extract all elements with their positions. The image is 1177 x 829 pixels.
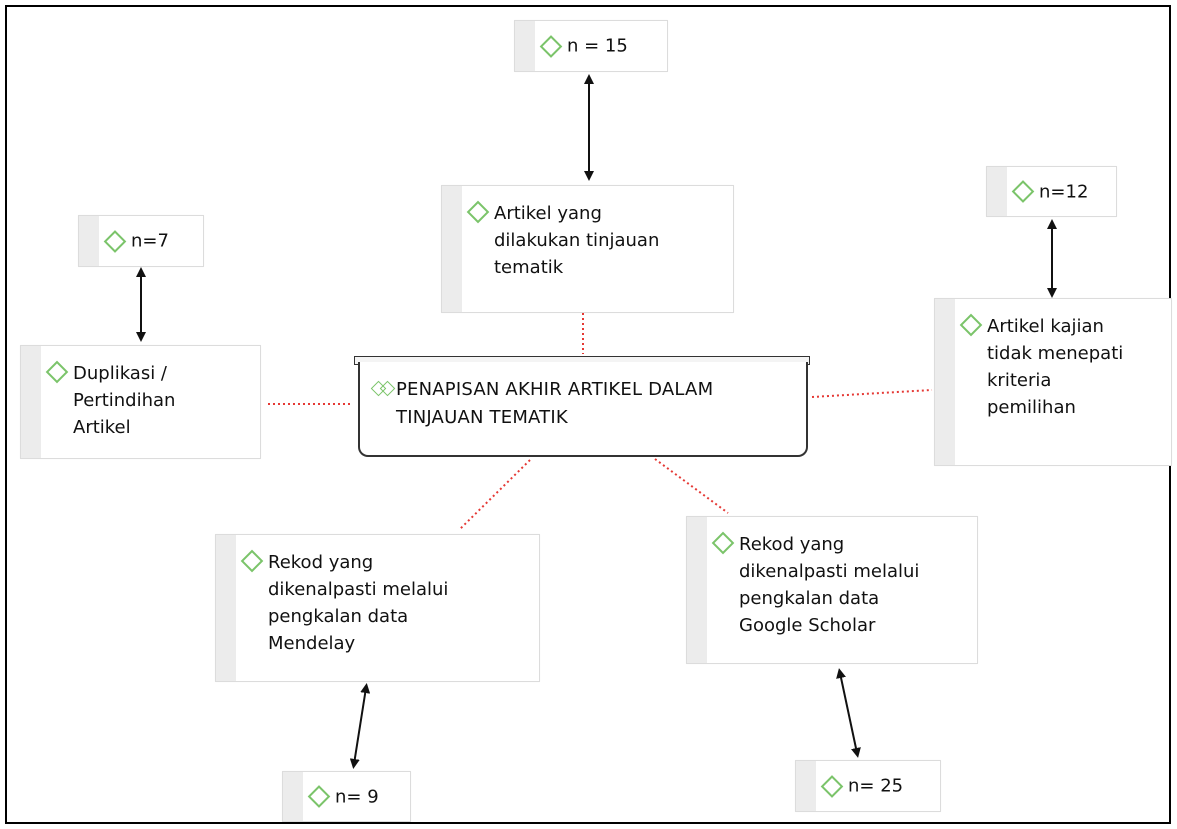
node-left[interactable]: Duplikasi / Pertindihan Artikel	[20, 345, 261, 459]
diamond-icon	[240, 549, 264, 573]
diamond-icon	[103, 229, 127, 253]
link-bottom-right	[654, 458, 729, 514]
count-label: n= 25	[848, 775, 904, 797]
node-label: Rekod yang dikenalpasti melalui pengkala…	[739, 534, 920, 636]
count-label: n=7	[131, 230, 169, 252]
node-top[interactable]: Artikel yang dilakukan tinjauan tematik	[441, 185, 734, 313]
diamond-icon	[959, 313, 983, 337]
node-bottom-left[interactable]: Rekod yang dikenalpasti melalui pengkala…	[215, 534, 540, 682]
count-bottom-left[interactable]: n= 9	[282, 771, 411, 822]
double-arrow-icon	[836, 668, 861, 758]
diamond-icon	[45, 360, 69, 384]
diamond-icon	[820, 774, 844, 798]
link-right	[811, 389, 933, 398]
double-diamond-icon	[370, 380, 396, 398]
node-label: Artikel yang dilakukan tinjauan tematik	[494, 203, 660, 278]
node-label: Artikel kajian tidak menepati kriteria p…	[987, 316, 1124, 418]
count-label: n=12	[1039, 181, 1089, 202]
double-arrow-icon	[349, 683, 371, 769]
node-bottom-right[interactable]: Rekod yang dikenalpasti melalui pengkala…	[686, 516, 978, 664]
count-label: n= 9	[335, 786, 379, 807]
count-top[interactable]: n = 15	[514, 20, 668, 72]
count-left[interactable]: n=7	[78, 215, 204, 267]
count-bottom-right[interactable]: n= 25	[795, 760, 941, 812]
count-label: n = 15	[567, 35, 628, 57]
diamond-icon	[711, 531, 735, 555]
link-bottom-left	[458, 459, 531, 531]
diamond-icon	[539, 34, 563, 58]
node-right[interactable]: Artikel kajian tidak menepati kriteria p…	[934, 298, 1172, 466]
diamond-icon	[1011, 180, 1035, 203]
count-right[interactable]: n=12	[986, 166, 1117, 217]
diamond-icon	[307, 785, 331, 808]
node-label: Duplikasi / Pertindihan Artikel	[73, 363, 176, 438]
diamond-icon	[466, 200, 490, 224]
node-label: Rekod yang dikenalpasti melalui pengkala…	[268, 552, 449, 654]
central-node[interactable]: PENAPISAN AKHIR ARTIKEL DALAM TINJAUAN T…	[358, 362, 808, 457]
central-node-title: PENAPISAN AKHIR ARTIKEL DALAM TINJAUAN T…	[396, 379, 714, 428]
